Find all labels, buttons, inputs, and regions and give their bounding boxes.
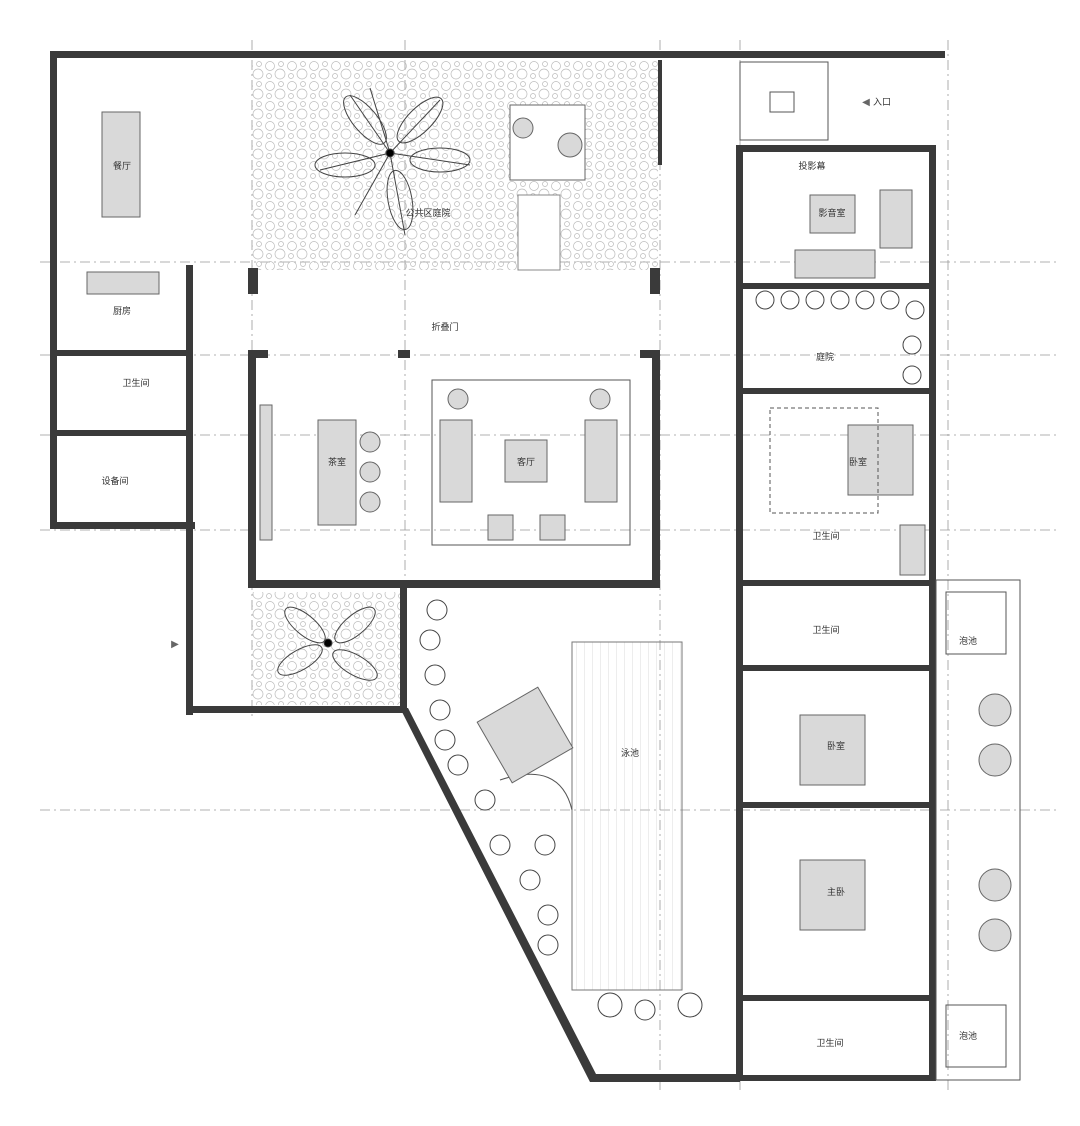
entry-box-inner — [769, 91, 795, 113]
hot-tub-1 — [945, 591, 1007, 655]
entrance-arrow-icon: ◀ — [862, 97, 870, 108]
label-living-room: 客厅 — [517, 456, 535, 468]
lower-courtyard-paving — [252, 592, 402, 705]
terrace-outline — [935, 579, 1021, 1081]
label-public-courtyard: 公共区庭院 — [405, 207, 450, 219]
label-hot-tub-1: 泡池 — [959, 635, 977, 647]
label-dining: 餐厅 — [113, 160, 131, 172]
label-pool: 泳池 — [621, 747, 639, 759]
label-bedroom-2: 卧室 — [827, 740, 845, 752]
label-bathroom-3: 卫生间 — [816, 1037, 843, 1049]
label-master-bedroom: 主卧 — [827, 886, 845, 898]
entry-box — [739, 61, 829, 141]
label-hot-tub-2: 泡池 — [959, 1030, 977, 1042]
public-courtyard-paving — [252, 60, 658, 270]
label-bathroom-2: 卫生间 — [812, 624, 839, 636]
shrubs — [419, 290, 925, 1021]
label-folding-door: 折叠门 — [431, 321, 458, 333]
chair — [512, 117, 534, 139]
lounge-set — [476, 686, 574, 784]
label-courtyard: 庭院 — [816, 351, 834, 363]
tree-icon — [277, 606, 378, 681]
label-kitchen: 厨房 — [113, 305, 131, 317]
label-entrance: 入口 — [873, 97, 891, 108]
tree-icon — [314, 87, 471, 236]
stepping-path — [517, 194, 561, 271]
label-bathroom-left: 卫生间 — [122, 377, 149, 389]
label-bedroom-1: 卧室 — [849, 456, 867, 468]
walls — [50, 51, 945, 1082]
side-entrance-arrow-icon: ▶ — [171, 639, 179, 650]
label-equipment-room: 设备间 — [101, 475, 128, 487]
label-projection-screen: 投影幕 — [798, 160, 825, 172]
label-media-room: 影音室 — [818, 207, 845, 219]
hot-tub-2 — [945, 1004, 1007, 1068]
label-tea-room: 茶室 — [328, 456, 346, 468]
furniture — [86, 111, 1012, 952]
label-bathroom-1: 卫生间 — [812, 530, 839, 542]
chair — [557, 132, 583, 158]
pool-deck — [571, 641, 683, 991]
